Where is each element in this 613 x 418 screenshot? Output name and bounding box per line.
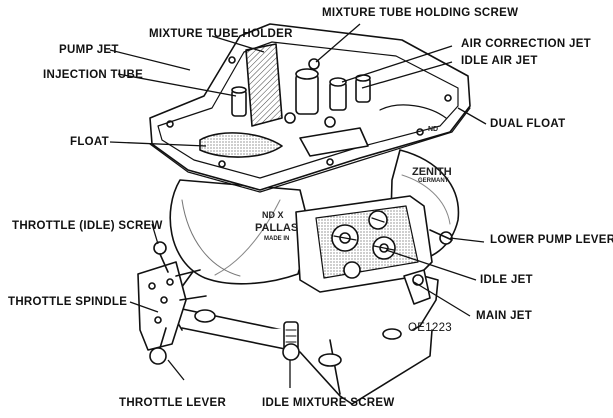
label-main-jet: MAIN JET: [476, 310, 533, 322]
pallas-marking: PALLAS: [255, 222, 299, 234]
figure-code: OE1223: [408, 322, 452, 334]
label-float: FLOAT: [70, 136, 109, 148]
label-idle-jet: IDLE JET: [480, 274, 533, 286]
germany-marking: GERMANY: [418, 178, 449, 184]
nd-x-marking: ND X: [262, 210, 284, 220]
label-injection-tube: INJECTION TUBE: [43, 69, 144, 81]
label-idle-air-jet: IDLE AIR JET: [461, 55, 538, 67]
label-pump-jet: PUMP JET: [59, 44, 119, 56]
label-mixture-tube-holder: MIXTURE TUBE HOLDER: [149, 28, 293, 40]
zenith-marking: ZENITH: [412, 166, 452, 178]
label-throttle-idle-screw: THROTTLE (IDLE) SCREW: [12, 220, 163, 232]
label-mixture-tube-holding-screw: MIXTURE TUBE HOLDING SCREW: [322, 7, 519, 19]
throttle-linkage: [137, 241, 207, 365]
label-dual-float: DUAL FLOAT: [490, 118, 566, 130]
nd-marking: ND: [428, 126, 439, 133]
leader-lines: [109, 23, 487, 388]
idle-mixture-screw-part: [282, 321, 300, 361]
label-throttle-lever: THROTTLE LEVER: [119, 397, 227, 409]
label-throttle-spindle: THROTTLE SPINDLE: [8, 296, 128, 308]
made-in-marking: MADE IN: [264, 236, 290, 242]
jet-block: [295, 195, 433, 293]
label-air-correction-jet: AIR CORRECTION JET: [461, 38, 591, 50]
label-idle-mixture-screw: IDLE MIXTURE SCREW: [262, 397, 395, 409]
label-lower-pump-lever: LOWER PUMP LEVER: [490, 234, 613, 246]
right-hardware: [403, 229, 453, 305]
